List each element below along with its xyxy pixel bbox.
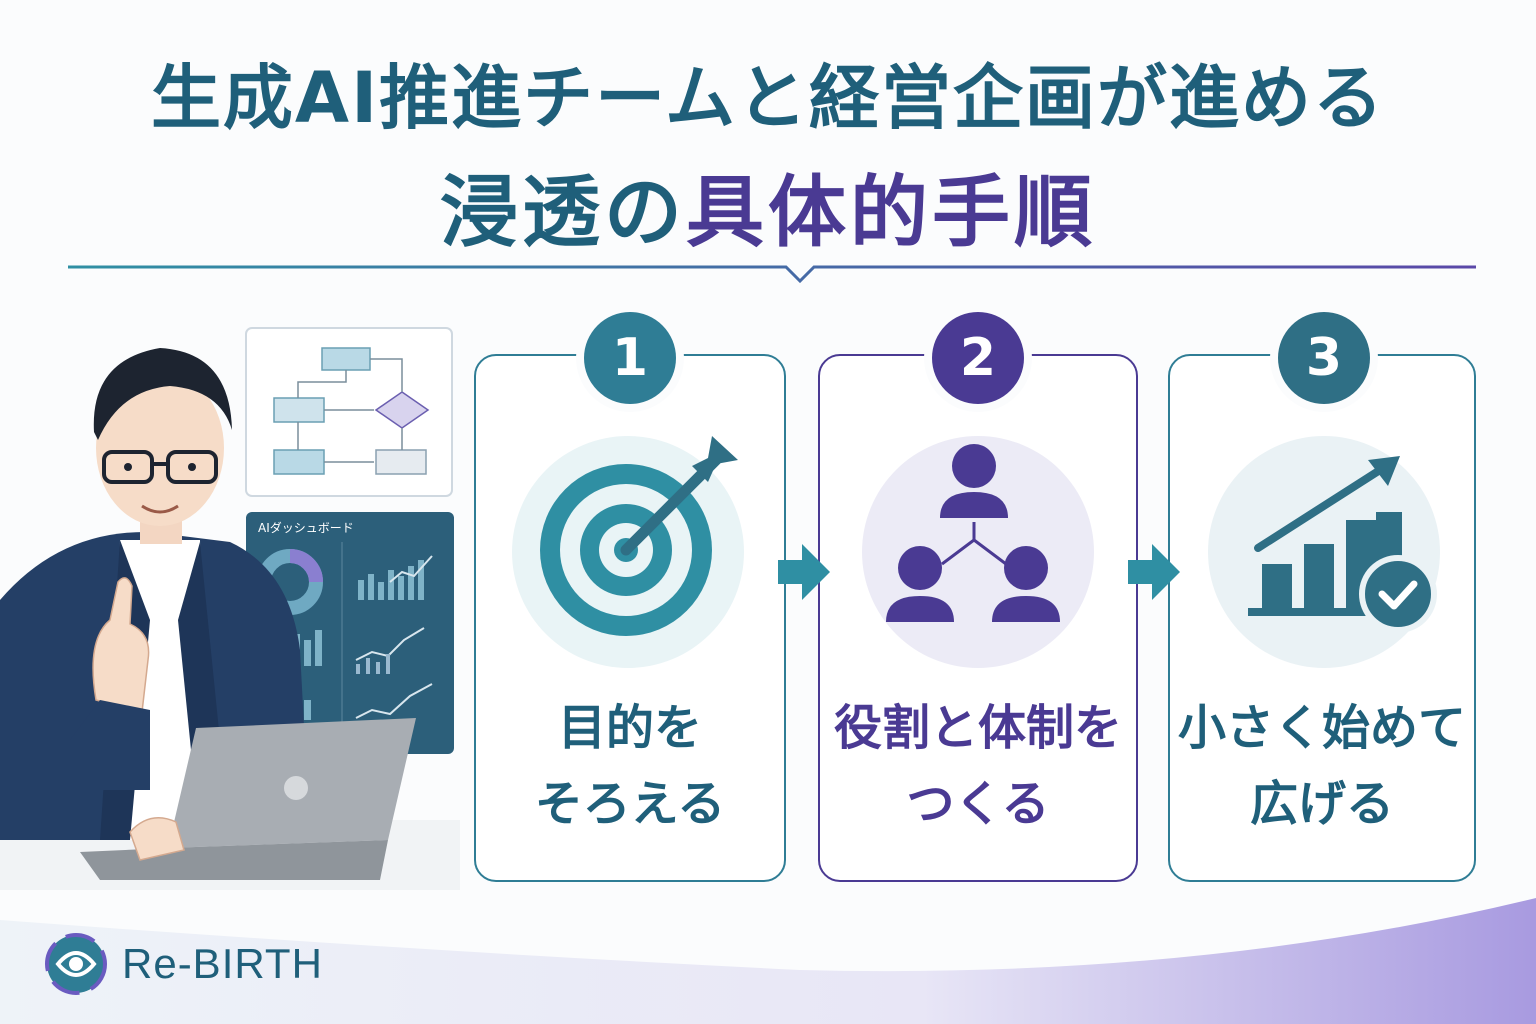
- step-number-2: 2: [932, 312, 1024, 404]
- footer-wave: [0, 898, 1536, 1024]
- rebirth-logo-icon: [45, 933, 107, 995]
- step-3-label-line2: 広げる: [1249, 776, 1394, 832]
- step-3-label-line1: 小さく始めて: [1177, 700, 1466, 756]
- arrow-right-icon: [778, 544, 830, 600]
- step-3-label: 小さく始めて 広げる: [1168, 690, 1476, 842]
- step-1-label-line2: そろえる: [534, 776, 726, 832]
- subtitle-highlight: 具体的手順: [686, 168, 1097, 258]
- step-2-label-line1: 役割と体制を: [833, 700, 1122, 756]
- title-divider: [68, 265, 1476, 284]
- subtitle-prefix: 浸透の: [439, 168, 686, 258]
- team-structure-icon: [886, 444, 1060, 622]
- step-2-label-line2: つくる: [906, 776, 1050, 832]
- growth-chart-check-icon: [1248, 456, 1437, 633]
- page-subtitle: 浸透の具体的手順: [0, 150, 1536, 262]
- business-person-illustration: AIダッシュボード: [0, 327, 460, 890]
- logo-text: Re-BIRTH: [122, 940, 323, 987]
- step-1-label-line1: 目的を: [557, 700, 702, 756]
- step-number-3: 3: [1278, 312, 1370, 404]
- page-title: 生成AI推進チームと経営企画が進める: [150, 57, 1386, 139]
- step-number-1: 1: [584, 312, 676, 404]
- target-arrow-icon: [540, 436, 738, 636]
- arrow-right-icon: [1128, 544, 1180, 600]
- step-2-label: 役割と体制を つくる: [818, 690, 1138, 842]
- step-1-label: 目的を そろえる: [474, 690, 786, 842]
- flowchart-panel: [245, 327, 453, 497]
- dashboard-title: AIダッシュボード: [258, 520, 354, 535]
